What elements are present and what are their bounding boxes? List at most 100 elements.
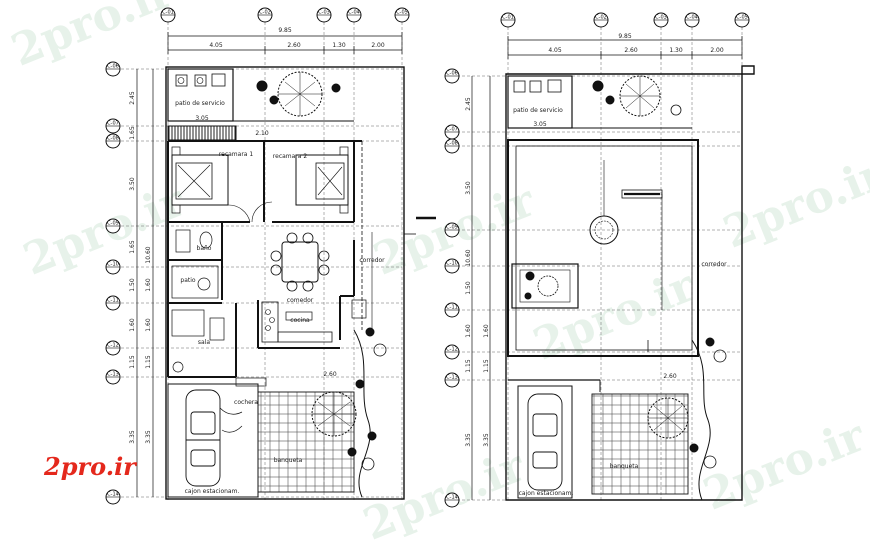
grid-bubble-y: C-10	[105, 259, 121, 275]
label-service-patio: patio de servicio	[513, 107, 563, 114]
label-kitchen: cocina	[290, 317, 310, 324]
svg-text:C-10: C-10	[107, 262, 119, 268]
dimension-top: 2.00	[371, 42, 385, 49]
svg-text:C-12: C-12	[446, 347, 458, 353]
dimension-top: 2.00	[710, 47, 724, 54]
dimension-side: 10.60	[145, 246, 152, 263]
svg-text:C-06: C-06	[107, 64, 119, 70]
label-bedroom-1: recamara 1	[219, 151, 254, 158]
label-sidewalk: banqueta	[274, 457, 303, 464]
grid-bubble-x: C-04	[346, 7, 362, 23]
label-garage: cochera	[234, 399, 258, 406]
svg-text:C-04: C-04	[686, 15, 698, 21]
drawing-canvas: 2pro.ir 2pro.ir 2pro.ir 2pro.ir 2pro.ir …	[5, 0, 870, 551]
dimension-small: 3.05	[195, 115, 209, 122]
svg-text:C-02: C-02	[595, 15, 607, 21]
grid-bubble-y: C-11	[105, 295, 121, 311]
grid-bubble-y: C-11	[444, 302, 460, 318]
svg-text:C-09: C-09	[446, 225, 458, 231]
grid-bubble-x: C-03	[316, 7, 332, 23]
grid-bubble-x: C-01	[160, 7, 176, 23]
dimension-top: 4.05	[548, 47, 562, 54]
dimension-small: 2.60	[663, 373, 677, 380]
dimension-side: 1.60	[129, 318, 136, 332]
svg-text:C-03: C-03	[655, 15, 667, 21]
dimension-side: 3.35	[465, 433, 472, 447]
label-sidewalk: banqueta	[610, 463, 639, 470]
dimension-side: 1.65	[129, 126, 136, 140]
dimension-side: 1.60	[145, 318, 152, 332]
label-bathroom: baño	[197, 245, 212, 252]
label-service-patio: patio de servicio	[175, 100, 225, 107]
dimension-side: 1.65	[129, 240, 136, 254]
brand-logo: 2pro.ir	[44, 452, 136, 481]
ground-floor-plan	[116, 22, 436, 500]
grid-bubble-x: C-05	[394, 7, 410, 23]
dimension-side: 3.50	[129, 177, 136, 191]
svg-text:C-05: C-05	[736, 15, 748, 21]
grid-bubble-x: C-02	[257, 7, 273, 23]
dimension-side: 3.35	[145, 430, 152, 444]
label-corridor: corredor	[359, 257, 385, 264]
grid-bubble-y: C-14	[105, 489, 121, 505]
svg-text:C-09: C-09	[107, 221, 119, 227]
svg-text:C-08: C-08	[107, 136, 119, 142]
svg-text:C-08: C-08	[446, 141, 458, 147]
grid-bubble-y: C-10	[444, 258, 460, 274]
svg-text:C-14: C-14	[107, 492, 119, 498]
dimension-side: 1.60	[465, 324, 472, 338]
label-parking: cajon estacionam.	[519, 490, 574, 497]
svg-text:C-13: C-13	[107, 372, 119, 378]
dimension-side: 3.50	[465, 181, 472, 195]
grid-bubble-y: C-07	[444, 124, 460, 140]
svg-text:C-13: C-13	[446, 375, 458, 381]
grid-bubble-x: C-03	[653, 12, 669, 28]
room-labels-right: 9.85 4.05 2.60 1.30 2.00 2.45 3.50 10.60 1.50 1.6…	[465, 33, 727, 497]
dimension-side: 1.15	[483, 359, 490, 373]
label-parking: cajon estacionam.	[185, 488, 240, 495]
grid-bubble-x: C-02	[593, 12, 609, 28]
grid-bubbles-right: C-01 C-02 C-03 C-04 C-05C-06C-07C-08C-09C-10…	[444, 12, 750, 508]
grid-bubble-y: C-12	[444, 344, 460, 360]
dimension-top: 1.30	[669, 47, 683, 54]
svg-text:C-07: C-07	[446, 127, 458, 133]
grid-bubble-y: C-06	[105, 61, 121, 77]
dimension-side: 3.35	[129, 430, 136, 444]
dimension-overall: 9.85	[618, 33, 632, 40]
dimension-small: 2.60	[323, 371, 337, 378]
grid-bubble-y: C-06	[444, 68, 460, 84]
svg-text:C-05: C-05	[396, 10, 408, 16]
grid-bubble-y: C-12	[105, 340, 121, 356]
dimension-side: 1.15	[129, 355, 136, 369]
grid-bubble-y: C-08	[105, 133, 121, 149]
grid-bubble-x: C-04	[684, 12, 700, 28]
grid-bubble-x: C-05	[734, 12, 750, 28]
dimension-side: 1.50	[465, 281, 472, 295]
label-dining: comedor	[287, 297, 314, 304]
grid-bubble-y: C-08	[444, 138, 460, 154]
dimension-side: 1.15	[145, 355, 152, 369]
dimension-small: 3.05	[533, 121, 547, 128]
svg-text:C-12: C-12	[107, 343, 119, 349]
dimension-side: 1.15	[465, 359, 472, 373]
dimension-side: 10.60	[465, 249, 472, 266]
dimension-side: 1.60	[145, 278, 152, 292]
upper-floor-plan	[452, 22, 755, 501]
grid-bubble-x: C-01	[500, 12, 516, 28]
label-corridor: corredor	[701, 261, 727, 268]
dimension-side: 3.35	[483, 433, 490, 447]
svg-text:C-11: C-11	[107, 298, 119, 304]
grid-bubble-y: C-09	[105, 218, 121, 234]
dimension-side: 1.50	[129, 278, 136, 292]
svg-text:C-11: C-11	[446, 305, 458, 311]
dimension-side: 2.45	[465, 97, 472, 111]
grid-bubble-y: C-14	[444, 492, 460, 508]
svg-text:C-01: C-01	[502, 15, 514, 21]
svg-text:C-10: C-10	[446, 261, 458, 267]
label-living: sala	[198, 339, 210, 346]
dimension-top: 2.60	[287, 42, 301, 49]
dimension-top: 1.30	[332, 42, 346, 49]
grid-bubble-y: C-09	[444, 222, 460, 238]
